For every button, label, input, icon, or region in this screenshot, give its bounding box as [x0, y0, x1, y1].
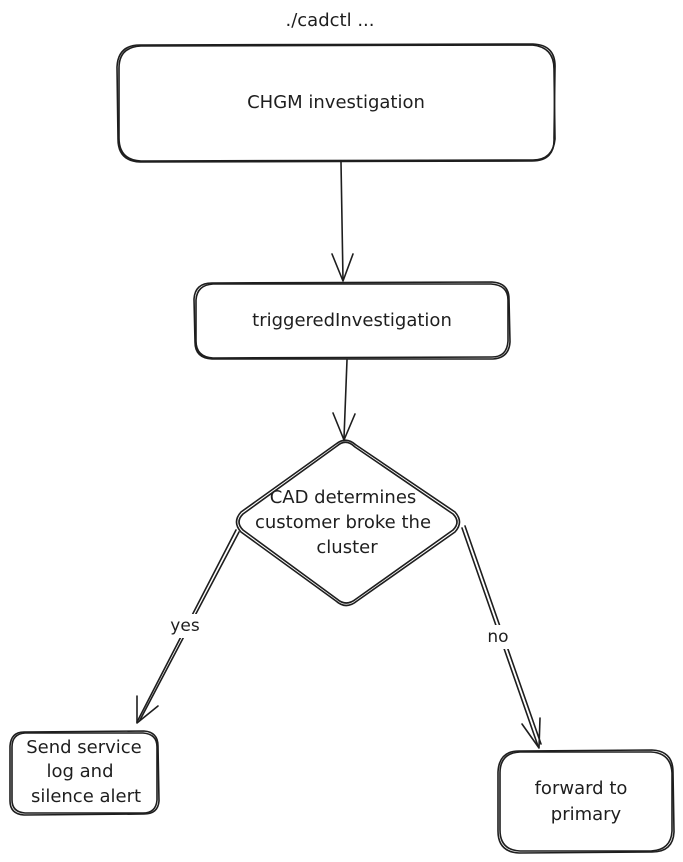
- edge-chgm-to-triggered-line: [340, 161, 344, 281]
- node-triggered-investigation: triggeredInvestigation: [193, 281, 511, 360]
- edge-chgm-to-triggered-arrowhead: [331, 253, 354, 282]
- node-decision-label-line-2: customer broke the: [255, 512, 431, 533]
- node-chgm-investigation-shape: [116, 43, 556, 163]
- edge-decision-no-arrowhead: [521, 717, 541, 749]
- node-decision-diamond-shape: [235, 439, 461, 607]
- node-chgm-investigation-label: CHGM investigation: [247, 92, 425, 113]
- edge-yes-label: yes: [170, 616, 200, 636]
- edge-triggered-to-decision-line: [343, 359, 348, 439]
- edge-decision-no: no: [461, 525, 542, 749]
- edge-no-label-bg: [484, 625, 514, 649]
- node-send-service-log: Send service log and silence alert: [9, 730, 160, 816]
- node-triggered-investigation-shape: [193, 281, 511, 360]
- node-chgm-investigation-shape-stroke2: [118, 44, 556, 162]
- node-forward-to-primary: forward to primary: [497, 749, 675, 854]
- node-decision-label-line-3: cluster: [316, 537, 378, 558]
- edge-triggered-to-decision: [332, 359, 356, 441]
- edge-decision-yes: yes: [136, 529, 240, 724]
- node-forward-to-primary-shape-stroke2: [499, 751, 673, 852]
- node-decision-diamond: CAD determines customer broke the cluste…: [235, 439, 461, 607]
- node-send-service-log-shape: [9, 730, 160, 816]
- node-decision-diamond-shape-stroke2: [238, 441, 458, 604]
- node-forward-to-primary-label-line-2: primary: [551, 804, 622, 825]
- edge-decision-yes-arrowhead: [136, 695, 159, 724]
- node-forward-to-primary-label-line-1: forward to: [535, 778, 628, 799]
- node-send-service-log-label-line-1: Send service: [26, 737, 142, 758]
- node-triggered-investigation-label: triggeredInvestigation: [252, 310, 452, 331]
- edge-yes-label-bg: [168, 614, 204, 638]
- node-send-service-log-label-line-2: log and: [46, 761, 113, 782]
- node-chgm-investigation: CHGM investigation: [116, 43, 556, 163]
- edge-chgm-to-triggered: [331, 161, 354, 282]
- node-send-service-log-label-line-3: silence alert: [31, 786, 141, 807]
- node-forward-to-primary-shape: [497, 749, 675, 854]
- node-decision-label-line-1: CAD determines: [270, 487, 417, 508]
- header-command-text: ./cadctl ...: [286, 10, 375, 31]
- edge-no-label: no: [487, 627, 508, 647]
- node-triggered-investigation-shape-stroke2: [195, 283, 509, 359]
- node-send-service-log-shape-stroke2: [11, 732, 158, 814]
